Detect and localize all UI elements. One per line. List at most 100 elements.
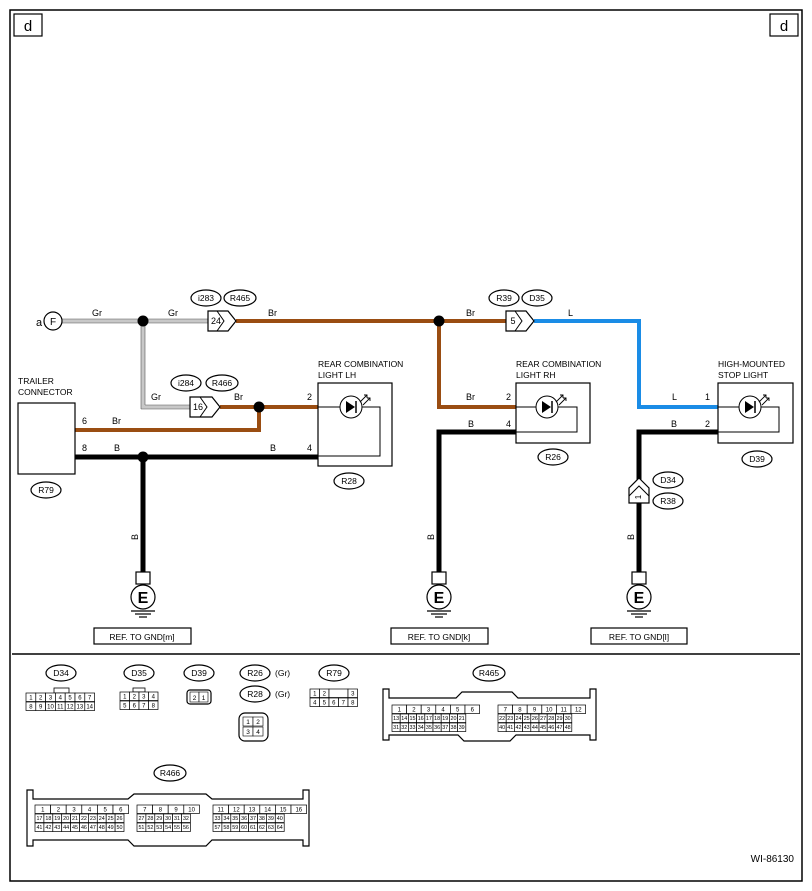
- pin-number: 25: [108, 816, 114, 822]
- pin-number: 2: [133, 694, 137, 700]
- black-wires: [75, 429, 718, 572]
- joint-connector-r39-d35: R39 D35 5: [488, 289, 553, 332]
- gray-wire-outlines: [62, 318, 208, 410]
- pin-number: 16: [418, 716, 424, 722]
- svg-text:R28: R28: [247, 689, 263, 699]
- svg-text:B: B: [468, 419, 474, 429]
- pin-number: 38: [259, 816, 265, 822]
- pin-number: 25: [524, 716, 530, 722]
- pin-cell: [328, 688, 349, 698]
- pin-number: 41: [507, 725, 513, 731]
- pin-number: 16: [295, 807, 302, 813]
- pin-number: 6: [471, 707, 475, 713]
- pin-number: 33: [410, 725, 416, 731]
- pin-number: 33: [214, 816, 220, 822]
- pin-number: 9: [39, 704, 43, 710]
- pin-number: 1: [398, 707, 402, 713]
- pin-number: 12: [575, 707, 582, 713]
- pin-number: 5: [104, 807, 108, 813]
- pin-number: 9: [533, 707, 537, 713]
- pin-number: 26: [117, 816, 123, 822]
- pin-number: 6: [332, 700, 336, 706]
- pin-number: 27: [138, 816, 144, 822]
- svg-text:2: 2: [193, 695, 197, 702]
- pin-number: 63: [268, 825, 274, 831]
- svg-text:i284: i284: [178, 378, 194, 388]
- pin-number: 39: [459, 725, 465, 731]
- pin-cell: [457, 722, 467, 732]
- joint-connector-i284-r466: i284 R466 16: [170, 374, 239, 418]
- svg-text:(Gr): (Gr): [275, 689, 290, 699]
- svg-text:R39: R39: [496, 293, 512, 303]
- ground-k: E REF. TO GND[k]: [390, 571, 489, 645]
- svg-text:1: 1: [705, 392, 710, 402]
- pin-number: 14: [401, 716, 407, 722]
- svg-text:REF. TO GND[k]: REF. TO GND[k]: [408, 632, 471, 642]
- svg-text:E: E: [634, 590, 645, 607]
- signal-source: a F: [36, 311, 63, 331]
- splice-dot: [253, 401, 265, 413]
- svg-text:B: B: [626, 534, 636, 540]
- svg-text:Br: Br: [466, 392, 475, 402]
- pin-number: 5: [68, 695, 72, 701]
- pin-number: 28: [147, 816, 153, 822]
- pin-number: 40: [499, 725, 505, 731]
- pin-number: 24: [516, 716, 522, 722]
- pin-number: 45: [72, 825, 78, 831]
- pin-number: 7: [342, 700, 346, 706]
- svg-text:B: B: [426, 534, 436, 540]
- pin-number: 5: [323, 700, 327, 706]
- pin-number: 40: [277, 816, 283, 822]
- ground-m: E REF. TO GND[m]: [93, 571, 192, 645]
- pin-number: 1: [41, 807, 45, 813]
- led-icon: [738, 394, 770, 419]
- pin-number: 24: [99, 816, 105, 822]
- svg-text:F: F: [50, 317, 56, 328]
- pin-number: 8: [159, 807, 163, 813]
- trailer-connector: TRAILER CONNECTOR 6 8 R79: [17, 376, 87, 499]
- corner-label-left: d: [13, 13, 43, 37]
- pin-number: 29: [557, 716, 563, 722]
- pin-number: 7: [142, 703, 146, 709]
- svg-text:R466: R466: [212, 378, 233, 388]
- svg-text:R26: R26: [545, 452, 561, 462]
- svg-text:4: 4: [307, 443, 312, 453]
- pin-number: 14: [86, 704, 93, 710]
- pin-number: 21: [459, 716, 465, 722]
- svg-text:CONNECTOR: CONNECTOR: [18, 387, 73, 397]
- pin-number: 48: [99, 825, 105, 831]
- pin-cell: [148, 691, 159, 701]
- svg-text:B: B: [671, 419, 677, 429]
- wire-color-labels: Gr Gr Gr Br Br Br Br Br L L B B B B B B …: [92, 308, 677, 540]
- pin-number: 2: [57, 807, 61, 813]
- svg-text:Br: Br: [268, 308, 277, 318]
- svg-text:R466: R466: [160, 768, 181, 778]
- svg-text:HIGH-MOUNTED: HIGH-MOUNTED: [718, 359, 785, 369]
- pin-number: 3: [72, 807, 76, 813]
- pin-number: 32: [401, 725, 407, 731]
- pin-number: 4: [59, 695, 63, 701]
- pin-number: 4: [441, 707, 445, 713]
- pin-number: 8: [152, 703, 156, 709]
- svg-text:i283: i283: [198, 293, 214, 303]
- pin-number: 10: [546, 707, 553, 713]
- pin-number: 32: [183, 816, 189, 822]
- pin-cell: [181, 822, 191, 832]
- rear-combination-light-lh: REAR COMBINATION LIGHT LH 2 4 R28: [307, 359, 403, 490]
- pin-number: 36: [434, 725, 440, 731]
- pin-cell: [84, 692, 95, 702]
- pin-number: 10: [188, 807, 195, 813]
- pin-number: 6: [78, 695, 82, 701]
- pin-number: 11: [57, 704, 64, 710]
- svg-text:24: 24: [211, 316, 221, 326]
- ground-e-icon: [626, 584, 652, 610]
- pin-number: 28: [548, 716, 554, 722]
- high-mounted-stop-light: HIGH-MOUNTED STOP LIGHT 1 2 D39: [705, 359, 794, 468]
- svg-text:1: 1: [246, 719, 250, 726]
- pin-number: 15: [410, 716, 416, 722]
- svg-text:d: d: [24, 18, 32, 35]
- pin-number: 14: [264, 807, 271, 813]
- pin-number: 55: [174, 825, 180, 831]
